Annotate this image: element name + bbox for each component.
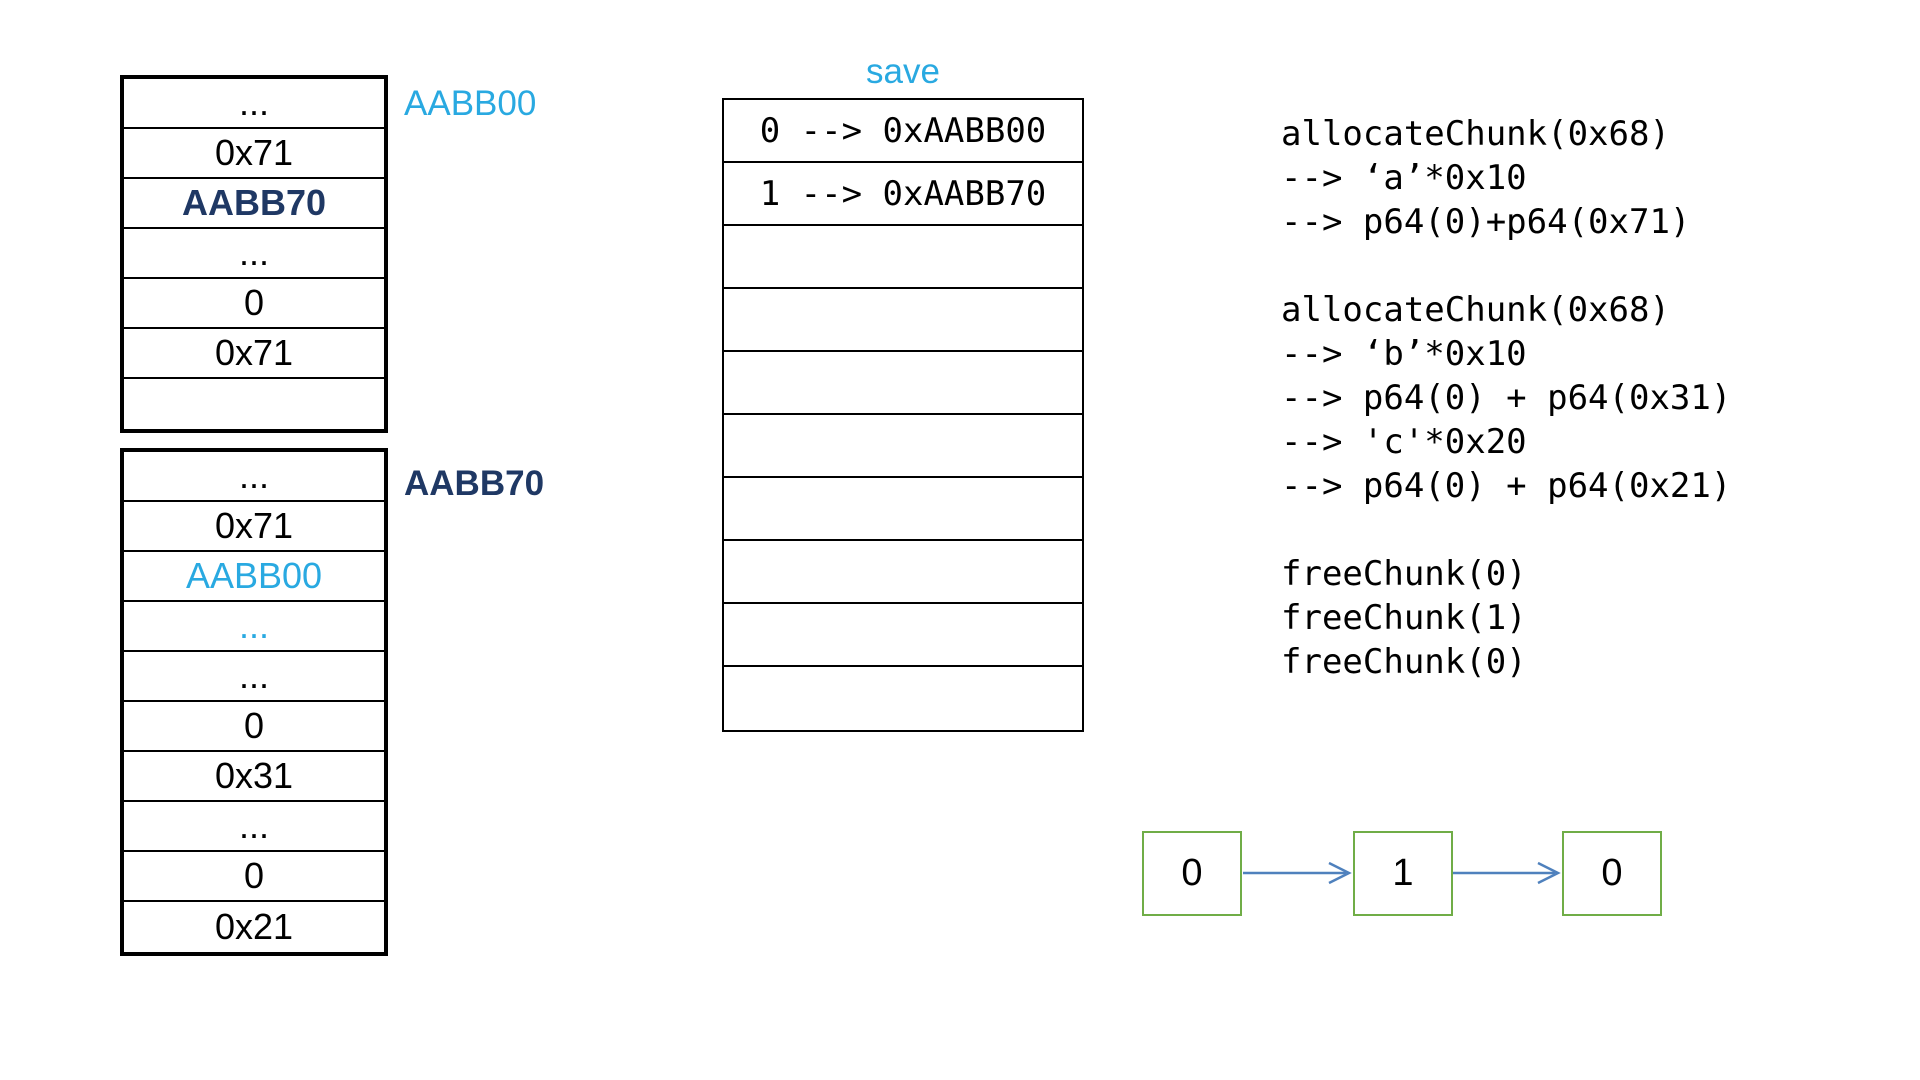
address-label-aabb00: AABB00 [404,84,537,123]
freelist-node: 1 [1353,831,1453,916]
save-entry: 1 --> 0xAABB70 [724,163,1082,226]
save-table-title: save [866,52,940,91]
chunk-cell: ... [124,79,384,129]
arrow-right-icon [1453,861,1561,885]
save-entry-empty [724,667,1082,730]
chunk-cell: ... [124,652,384,702]
exploit-code-block: allocateChunk(0x68) --> ‘a’*0x10 --> p64… [1281,112,1731,684]
freelist-node: 0 [1142,831,1242,916]
save-entry-empty [724,541,1082,604]
chunk-cell-size: 0x31 [124,752,384,802]
chunk-cell: ... [124,802,384,852]
code-line: allocateChunk(0x68) [1281,290,1670,330]
chunk-cell: ... [124,452,384,502]
code-line-blank [1281,508,1731,552]
code-line: allocateChunk(0x68) [1281,114,1670,154]
chunk-cell: 0 [124,852,384,902]
code-line-blank [1281,244,1731,288]
chunk-cell: 0 [124,279,384,329]
save-entry-empty [724,478,1082,541]
save-entry: 0 --> 0xAABB00 [724,100,1082,163]
chunk-cell: 0 [124,702,384,752]
save-entry-empty [724,604,1082,667]
code-line: --> ‘a’*0x10 [1281,158,1527,198]
chunk-cell-fd-pointer: AABB00 [124,552,384,602]
chunk-table-aabb00: ... 0x71 AABB70 ... 0 0x71 [120,75,388,433]
chunk-table-aabb70: ... 0x71 AABB00 ... ... 0 0x31 ... 0 0x2… [120,448,388,956]
chunk-cell-empty [124,379,384,429]
arrow-right-icon [1243,861,1352,885]
code-line: --> ‘b’*0x10 [1281,334,1527,374]
code-line: --> p64(0) + p64(0x21) [1281,466,1732,506]
save-pointer-table: 0 --> 0xAABB00 1 --> 0xAABB70 [722,98,1084,732]
freelist-node: 0 [1562,831,1662,916]
save-entry-empty [724,226,1082,289]
code-line: --> p64(0) + p64(0x31) [1281,378,1732,418]
save-entry-empty [724,289,1082,352]
chunk-cell: ... [124,229,384,279]
save-entry-empty [724,415,1082,478]
chunk-cell-size: 0x71 [124,129,384,179]
save-entry-empty [724,352,1082,415]
code-line: --> 'c'*0x20 [1281,422,1527,462]
chunk-cell: ... [124,602,384,652]
code-line: freeChunk(1) [1281,598,1527,638]
chunk-cell-size: 0x71 [124,329,384,379]
address-label-aabb70: AABB70 [404,464,545,503]
chunk-cell-size: 0x21 [214,906,294,947]
code-line: --> p64(0)+p64(0x71) [1281,202,1691,242]
code-line: freeChunk(0) [1281,554,1527,594]
chunk-cell-fd-pointer: AABB70 [124,179,384,229]
code-line: freeChunk(0) [1281,642,1527,682]
chunk-cell-size: 0x71 [124,502,384,552]
